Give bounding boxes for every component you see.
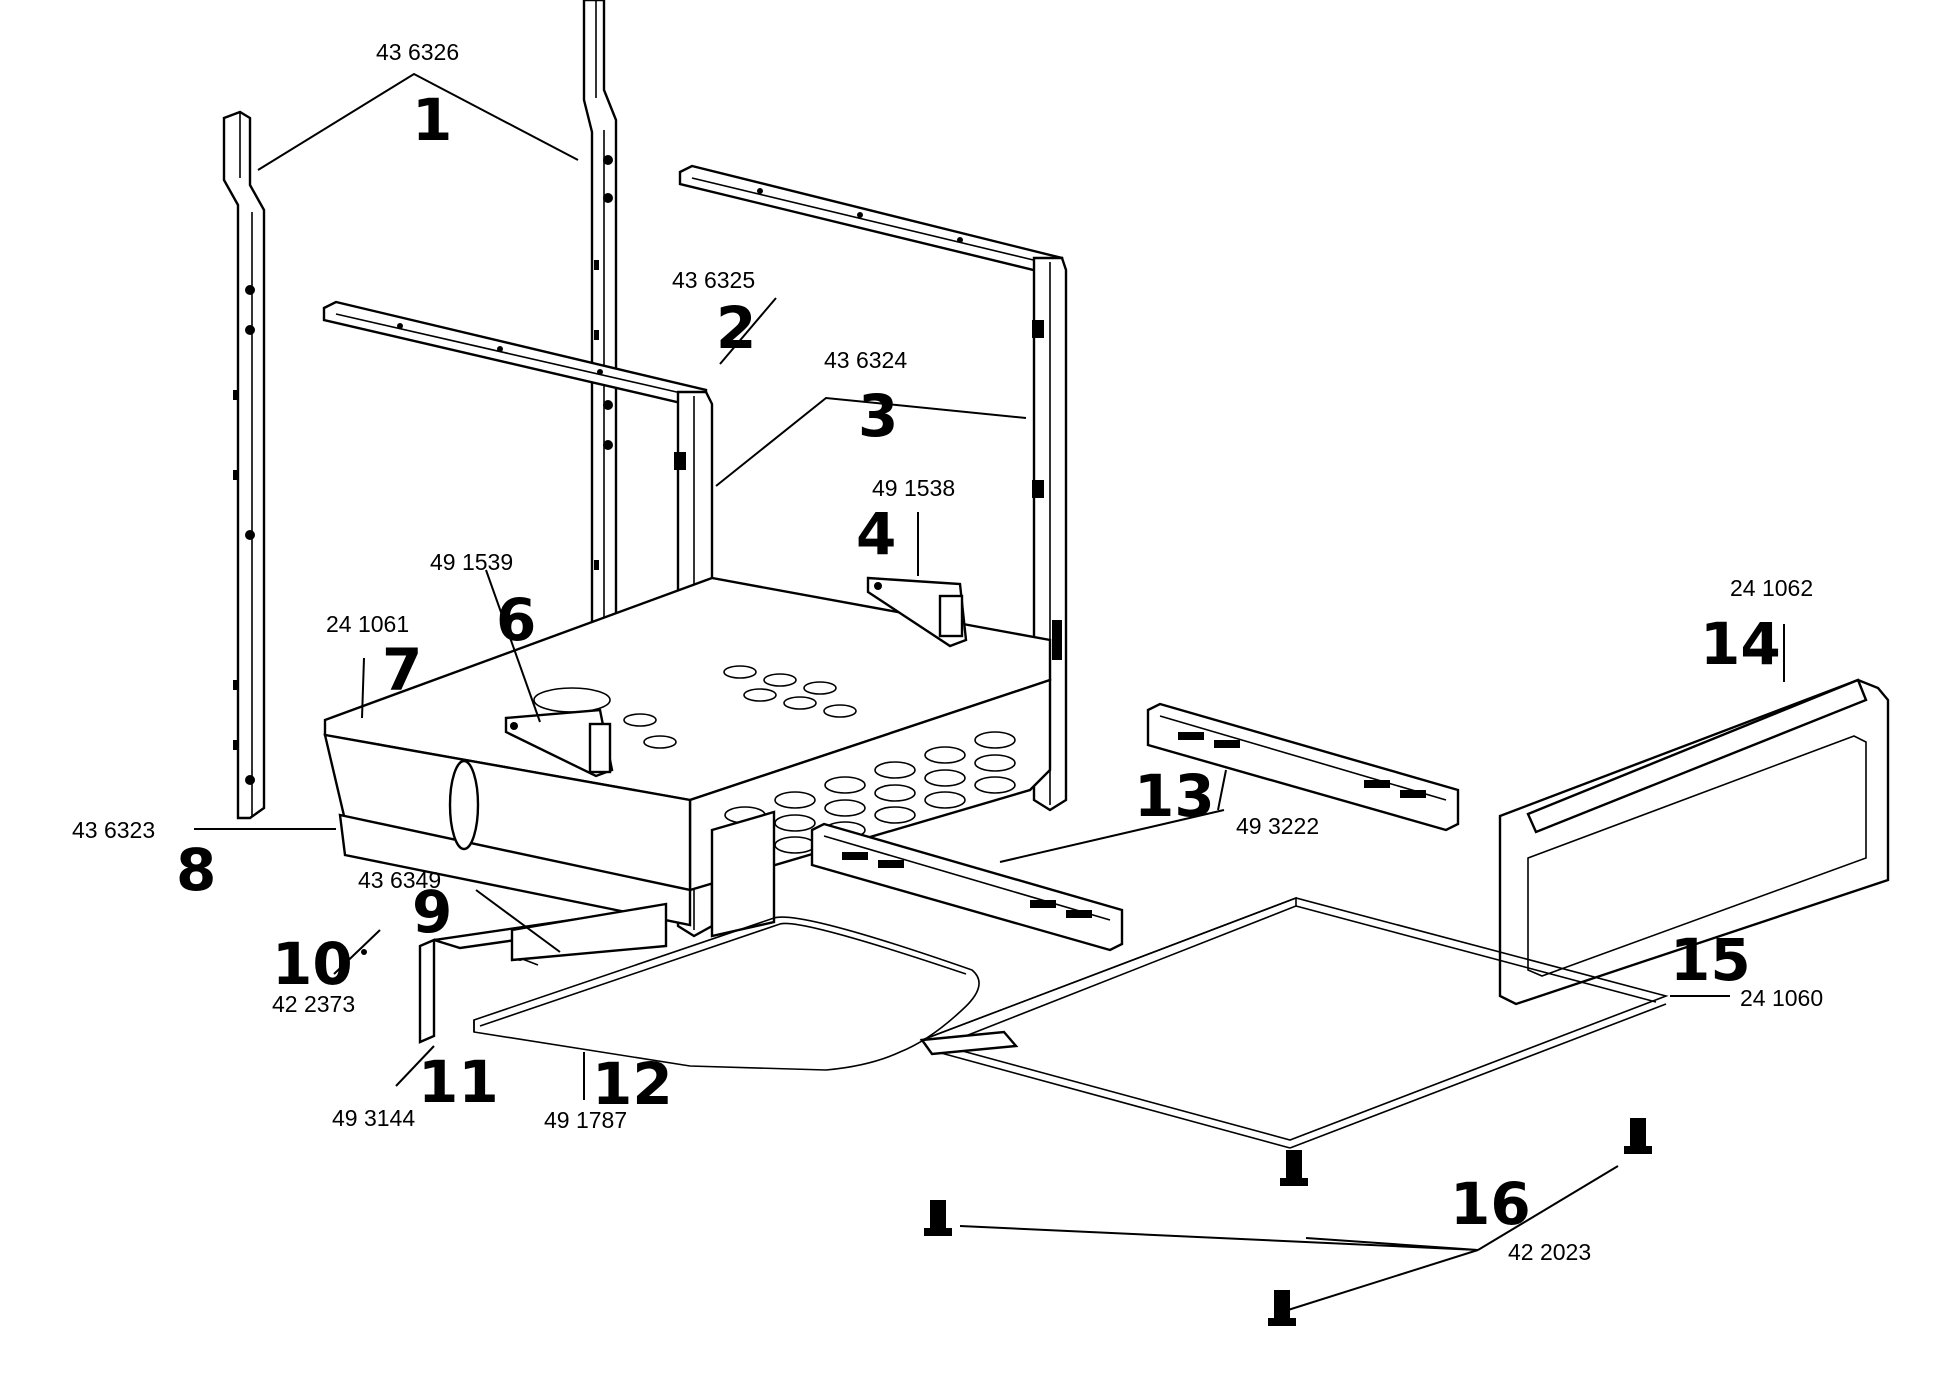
oven-bottom-tray — [323, 576, 1052, 927]
callout-6-item-number: 6 — [496, 586, 536, 654]
callout-7-item-number: 7 — [382, 636, 422, 704]
callout-8: 43 6323 8 — [72, 817, 216, 904]
callout-12-part-number: 49 1787 — [544, 1107, 627, 1133]
callout-16: 16 42 2023 — [1450, 1170, 1591, 1265]
callout-15-part-number: 24 1060 — [1740, 985, 1823, 1011]
callout-7-part-number: 24 1061 — [326, 611, 409, 637]
callout-16-part-number: 42 2023 — [1508, 1239, 1591, 1265]
bracket-4 — [866, 576, 968, 648]
drawer-front — [1498, 678, 1890, 1006]
top-rail-front — [322, 300, 708, 408]
callout-3-item-number: 3 — [858, 382, 898, 450]
callout-2: 43 6325 2 — [672, 267, 756, 362]
callout-12-item-number: 12 — [592, 1050, 673, 1118]
callout-1-part-number: 43 6326 — [376, 39, 459, 65]
callout-6: 49 1539 6 — [430, 549, 536, 654]
wire-shelf — [473, 916, 980, 1071]
callout-11: 11 49 3144 — [332, 1048, 499, 1131]
callout-4-item-number: 4 — [856, 500, 896, 568]
leveling-leg-3 — [1624, 1118, 1652, 1154]
callout-14-item-number: 14 — [1700, 610, 1781, 678]
callout-9: 43 6349 9 — [358, 867, 452, 946]
leveling-leg-4 — [1268, 1290, 1296, 1326]
callout-12: 12 49 1787 — [544, 1050, 673, 1133]
callout-16-item-number: 16 — [1450, 1170, 1531, 1238]
callout-15-item-number: 15 — [1670, 926, 1751, 994]
bracket-6 — [504, 708, 614, 778]
callout-14: 24 1062 14 — [1700, 575, 1813, 678]
callout-4: 49 1538 4 — [856, 475, 955, 568]
callout-10-part-number: 42 2373 — [272, 991, 355, 1017]
callout-4-part-number: 49 1538 — [872, 475, 955, 501]
callout-1: 43 6326 1 — [376, 39, 459, 154]
callout-8-item-number: 8 — [176, 836, 216, 904]
callout-13: 13 49 3222 — [1134, 762, 1319, 839]
callout-2-part-number: 43 6325 — [672, 267, 755, 293]
side-rail-left — [222, 110, 266, 820]
drawer-slide-back — [1146, 702, 1460, 832]
callout-11-part-number: 49 3144 — [332, 1105, 415, 1131]
callout-7: 24 1061 7 — [326, 611, 422, 704]
leveling-leg-2 — [1280, 1150, 1308, 1186]
callout-15: 15 24 1060 — [1670, 926, 1823, 1011]
leader-lines — [194, 72, 1785, 1311]
callout-8-part-number: 43 6323 — [72, 817, 155, 843]
callout-2-item-number: 2 — [716, 294, 756, 362]
callout-1-item-number: 1 — [412, 86, 452, 154]
callout-10-item-number: 10 — [272, 930, 353, 998]
callout-11-item-number: 11 — [418, 1048, 499, 1116]
callout-14-part-number: 24 1062 — [1730, 575, 1813, 601]
callout-6-part-number: 49 1539 — [430, 549, 513, 575]
callout-3-part-number: 43 6324 — [824, 347, 907, 373]
callout-9-item-number: 9 — [412, 878, 452, 946]
drawer-slide-front — [810, 822, 1124, 952]
top-rail-back — [678, 164, 1064, 276]
callout-10: 10 42 2373 — [272, 930, 355, 1017]
drawer-frame — [919, 896, 1669, 1149]
callout-13-item-number: 13 — [1134, 762, 1215, 830]
leveling-leg-1 — [924, 1200, 952, 1236]
callout-9-part-number: 43 6349 — [358, 867, 441, 893]
callout-3: 43 6324 3 — [824, 347, 907, 450]
callout-13-part-number: 49 3222 — [1236, 813, 1319, 839]
